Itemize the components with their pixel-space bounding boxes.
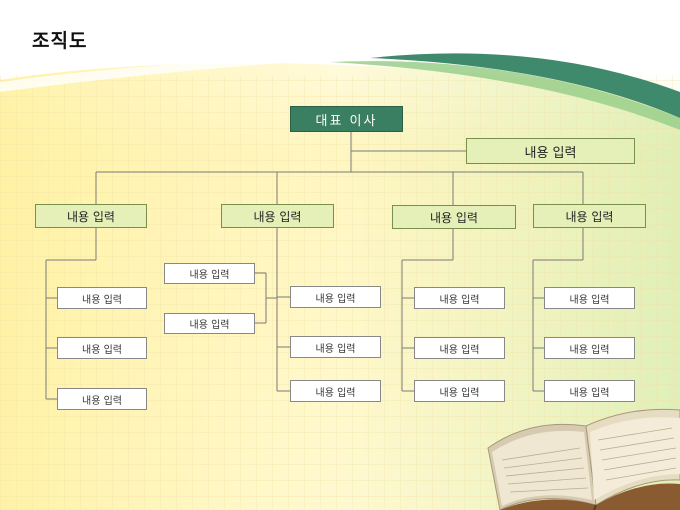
staff-box[interactable]: 내용 입력 — [466, 138, 635, 164]
department-box-1[interactable]: 내용 입력 — [35, 204, 147, 228]
team-box[interactable]: 내용 입력 — [57, 287, 147, 309]
department-box-4[interactable]: 내용 입력 — [533, 204, 646, 228]
team-box[interactable]: 내용 입력 — [414, 337, 505, 359]
bible-book-icon — [487, 408, 680, 510]
team-box[interactable]: 내용 입력 — [414, 287, 505, 309]
team-box[interactable]: 내용 입력 — [57, 337, 147, 359]
team-box[interactable]: 내용 입력 — [164, 313, 255, 334]
team-box[interactable]: 내용 입력 — [290, 380, 381, 402]
department-box-3[interactable]: 내용 입력 — [392, 205, 516, 229]
team-box[interactable]: 내용 입력 — [544, 287, 635, 309]
team-box[interactable]: 내용 입력 — [544, 380, 635, 402]
team-box[interactable]: 내용 입력 — [164, 263, 255, 284]
team-box[interactable]: 내용 입력 — [290, 336, 381, 358]
team-box[interactable]: 내용 입력 — [414, 380, 505, 402]
ceo-box[interactable]: 대표 이사 — [290, 106, 403, 132]
team-box[interactable]: 내용 입력 — [290, 286, 381, 308]
team-box[interactable]: 내용 입력 — [544, 337, 635, 359]
page-title: 조직도 — [32, 30, 88, 52]
department-box-2[interactable]: 내용 입력 — [221, 204, 334, 228]
team-box[interactable]: 내용 입력 — [57, 388, 147, 410]
